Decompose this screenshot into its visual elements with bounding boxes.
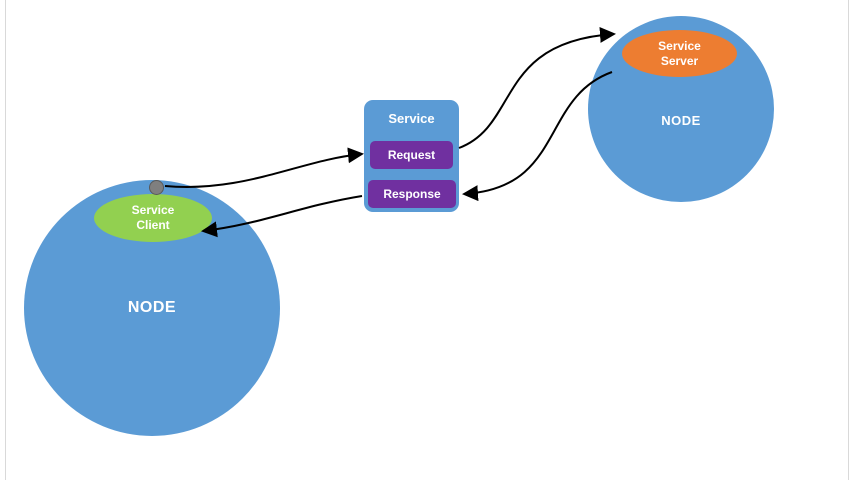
frame-edge-right xyxy=(848,0,849,480)
response-box: Response xyxy=(368,180,456,208)
node-right-label: NODE xyxy=(661,112,701,128)
service-server-label-line2: Server xyxy=(660,53,699,68)
service-client-ellipse: Service Client xyxy=(94,194,212,242)
request-box: Request xyxy=(370,141,453,169)
frame-edge-left xyxy=(5,0,6,480)
arrow-client-to-request xyxy=(164,147,364,188)
service-client-label-line2: Client xyxy=(136,218,170,232)
request-label: Request xyxy=(387,148,436,162)
response-label: Response xyxy=(383,187,441,201)
service-box-title: Service xyxy=(388,111,435,126)
client-connector-dot xyxy=(149,180,164,195)
service-server-ellipse: Service Server xyxy=(622,30,737,77)
node-left-label: NODE xyxy=(127,299,177,316)
service-box: Service Request Response xyxy=(364,100,459,212)
service-client-label-line1: Service xyxy=(131,203,175,217)
service-server-label-line1: Service xyxy=(658,38,701,53)
